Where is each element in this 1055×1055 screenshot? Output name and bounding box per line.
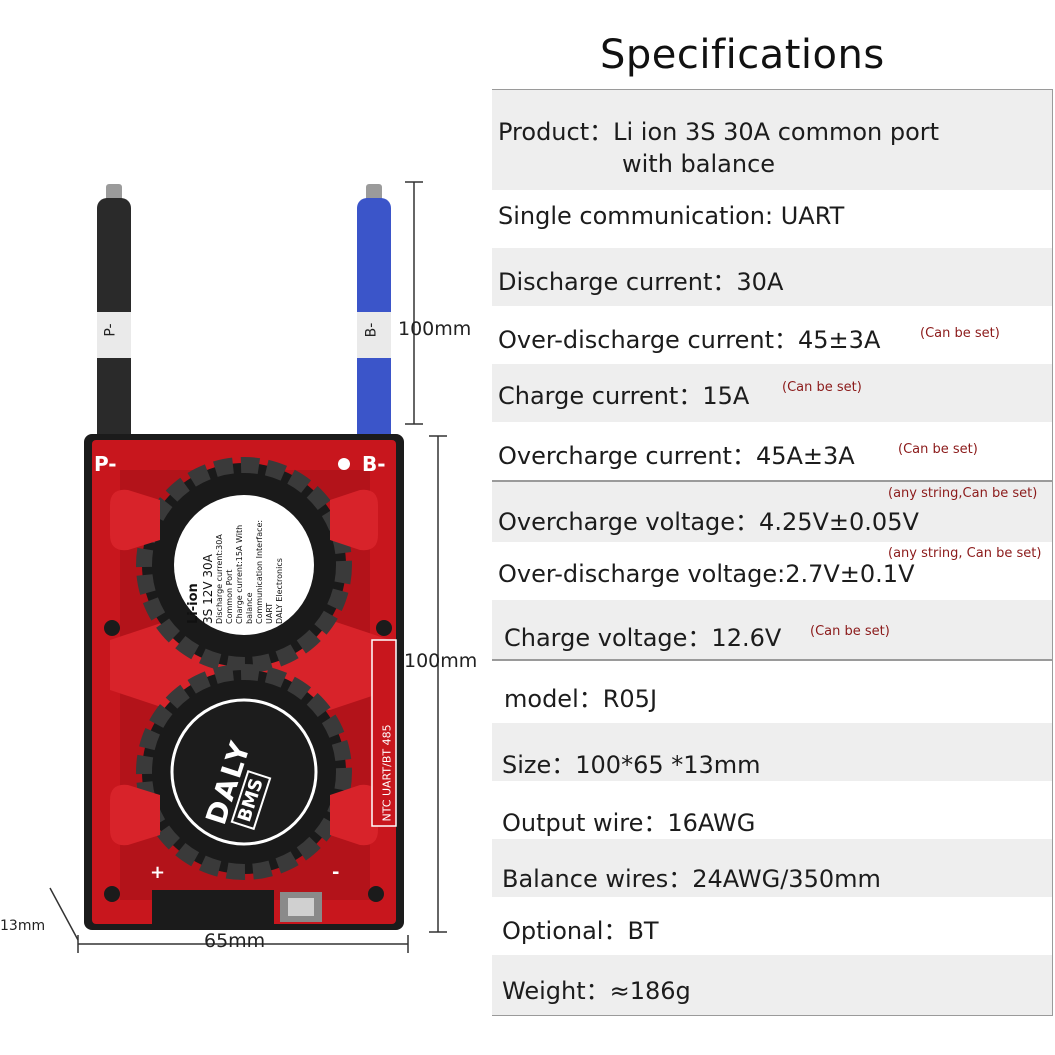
wire-label-p: P- [102,323,119,337]
fan-top-line-4: Charge current:15A With balance [235,524,254,624]
spec-communication-label: Single communication: UART [498,202,845,230]
spec-optional-label: Optional：BT [502,917,659,945]
spec-over-discharge-current-note: (Can be set) [920,326,1000,341]
spec-charge-current-label: Charge current：15A [498,382,750,410]
spec-row-overcharge-voltage: (any string,Can be set) Overcharge volta… [492,482,1052,542]
dimension-lines [49,181,447,953]
spec-row-balance-wires: Balance wires：24AWG/350mm [492,839,1052,897]
wire-p-minus [97,184,131,448]
fan-top-line-5: Communication Interface: UART [255,519,274,624]
bms-board-illustration [49,181,447,953]
spec-row-product: Product：Li ion 3S 30A common port with b… [492,90,1052,190]
spec-output-wire-label: Output wire：16AWG [502,809,756,837]
dim-thickness: 13mm [0,918,46,934]
fan-top-line-3: Discharge current:30A Common Port [215,534,234,624]
spec-product-label: Product：Li ion 3S 30A common port [498,118,940,146]
page-title: Specifications [600,32,885,78]
spec-size-label: Size：100*65 *13mm [502,751,761,779]
fan-bottom [136,664,352,880]
dim-board-height: 100mm [404,650,478,672]
spec-row-charge-voltage: Charge voltage：12.6V (Can be set) [492,600,1052,659]
spec-balance-wires-label: Balance wires：24AWG/350mm [502,865,881,893]
spec-overcharge-voltage-note: (any string,Can be set) [888,486,1038,501]
board-label-p-minus: P- [94,452,117,476]
spec-product-label-2: with balance [622,150,776,178]
dim-board-width: 65mm [204,930,266,952]
fan-top-line-6: DALY Electronics [275,558,284,624]
spec-row-over-discharge-current: Over-discharge current：45±3A (Can be set… [492,306,1052,364]
spec-weight-label: Weight：≈186g [502,977,691,1005]
spec-row-model: model：R05J [492,661,1052,723]
balance-connector [152,890,274,930]
spec-charge-voltage-label: Charge voltage：12.6V [504,624,782,652]
spec-overcharge-current-note: (Can be set) [898,442,978,457]
spec-charge-current-note: (Can be set) [782,380,862,395]
wire-label-b: B- [363,322,380,338]
dim-wire-length: 100mm [398,318,472,340]
spec-model-label: model：R05J [504,685,658,713]
spec-charge-voltage-note: (Can be set) [810,624,890,639]
fan-top-line-2: 3S 12V 30A [201,554,215,624]
spec-row-overcharge-current: Overcharge current：45A±3A (Can be set) [492,422,1052,480]
board-label-b-minus: B- [362,452,386,476]
spec-over-discharge-voltage-label: Over-discharge voltage:2.7V±0.1V [498,560,915,588]
port-labels: NTC UART/BT 485 [380,724,394,822]
board-minus: - [332,862,340,883]
spec-overcharge-voltage-label: Overcharge voltage：4.25V±0.05V [498,508,919,536]
spec-row-optional: Optional：BT [492,897,1052,955]
board-plus: + [150,862,166,883]
spec-row-charge-current: Charge current：15A (Can be set) [492,364,1052,422]
fan-top-label: Li-ion 3S 12V 30A Discharge current:30A … [186,508,302,624]
spec-row-over-discharge-voltage: (any string, Can be set) Over-discharge … [492,542,1052,600]
spec-row-discharge-current: Discharge current：30A [492,248,1052,306]
spec-over-discharge-current-label: Over-discharge current：45±3A [498,326,881,354]
wire-b-minus [357,184,391,448]
spec-over-discharge-voltage-note: (any string, Can be set) [888,546,1042,561]
spec-row-size: Size：100*65 *13mm [492,723,1052,781]
spec-row-weight: Weight：≈186g [492,955,1052,1015]
spec-row-communication: Single communication: UART [492,190,1052,248]
spec-row-output-wire: Output wire：16AWG [492,781,1052,839]
spec-discharge-current-label: Discharge current：30A [498,268,784,296]
fan-top-line-1: Li-ion [186,583,201,624]
spec-overcharge-current-label: Overcharge current：45A±3A [498,442,855,470]
